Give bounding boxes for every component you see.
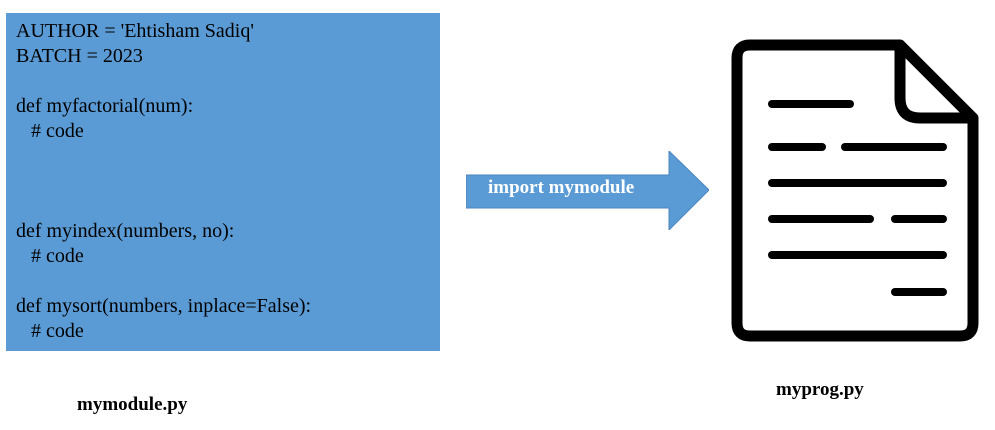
import-arrow: import mymodule (466, 151, 709, 230)
module-code-block: AUTHOR = 'Ehtisham Sadiq' BATCH = 2023 d… (6, 13, 440, 351)
code-line (16, 69, 440, 94)
code-line: AUTHOR = 'Ehtisham Sadiq' (16, 20, 254, 42)
code-line: # code (16, 245, 84, 267)
code-line: # code (16, 320, 84, 342)
code-line: # code (16, 120, 84, 142)
code-line: def mysort(numbers, inplace=False): (16, 295, 312, 317)
module-filename-caption: mymodule.py (77, 394, 188, 415)
right-arrow-icon (466, 151, 709, 230)
prog-filename-caption: myprog.py (776, 379, 864, 400)
code-line (16, 144, 440, 169)
code-line: BATCH = 2023 (16, 45, 143, 67)
document-icon (730, 38, 980, 348)
code-line: def myfactorial(num): (16, 95, 194, 117)
code-line (16, 269, 440, 294)
code-line (16, 169, 440, 194)
code-line (16, 194, 440, 219)
import-statement-label: import mymodule (488, 177, 635, 198)
code-line: def myindex(numbers, no): (16, 220, 235, 242)
